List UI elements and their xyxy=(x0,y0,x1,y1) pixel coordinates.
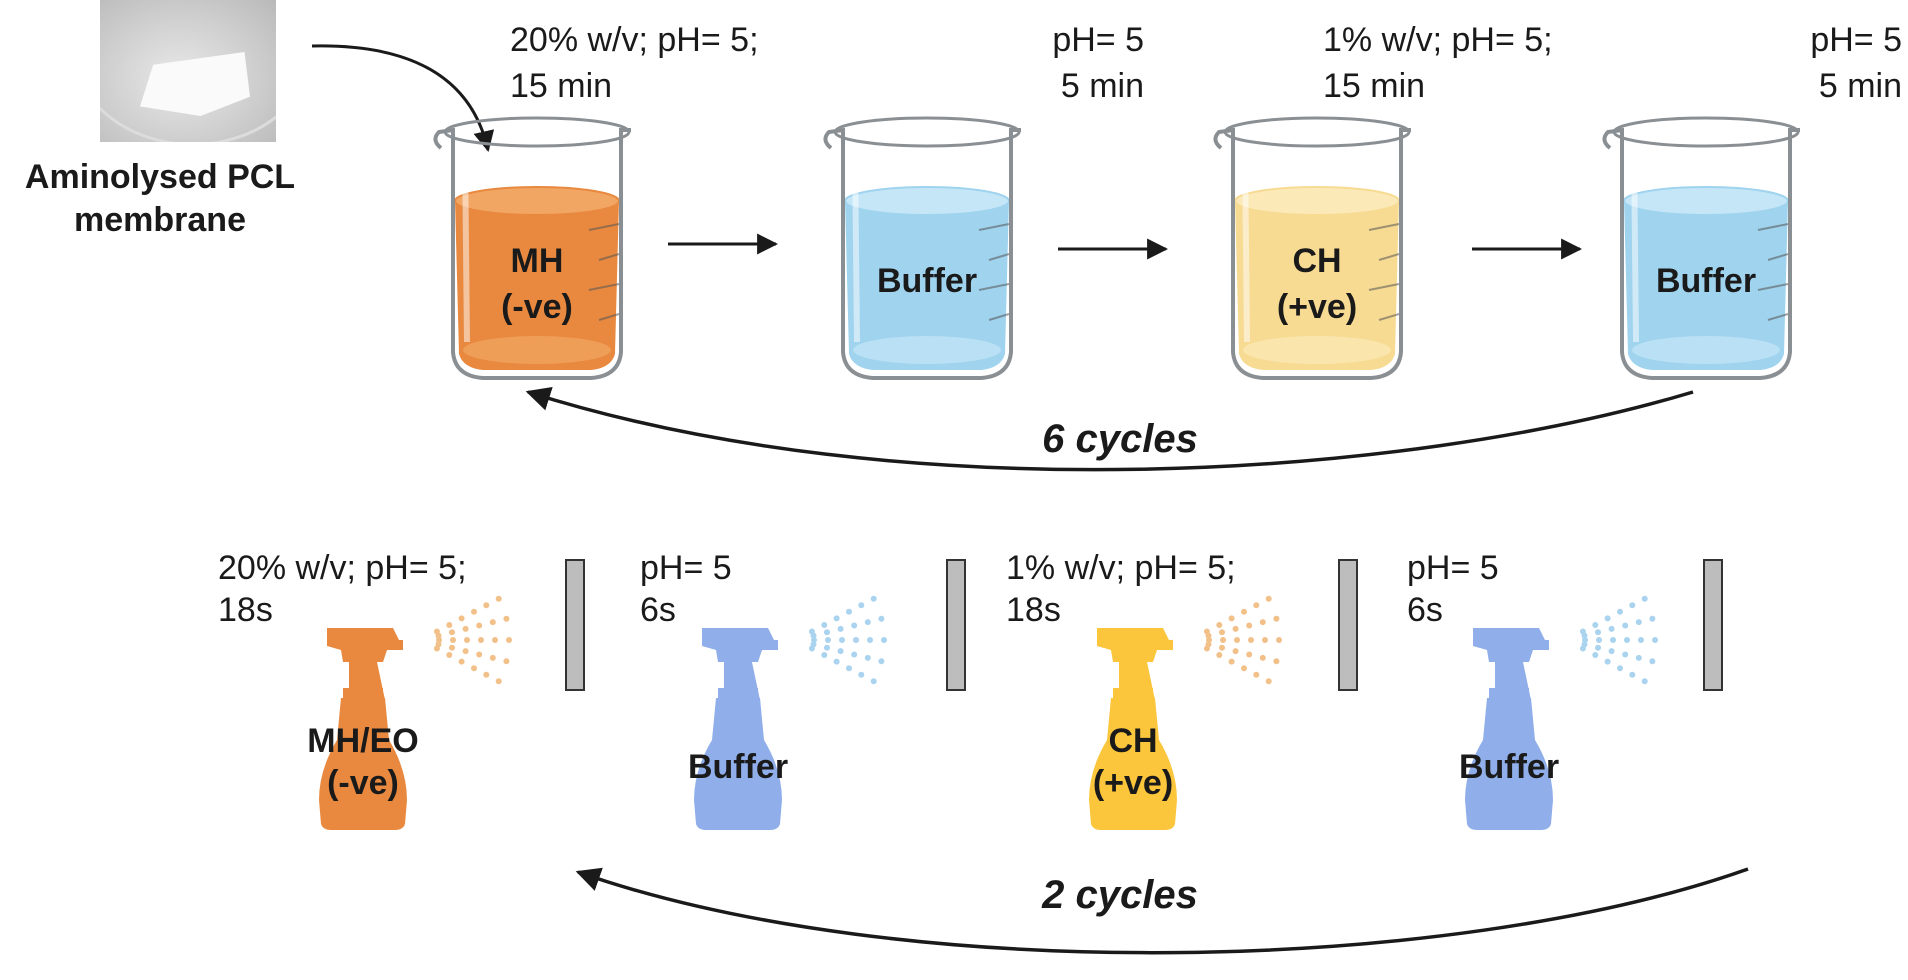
spray-2-condition-2: 6s xyxy=(640,591,676,629)
beaker-3-label: CH xyxy=(1292,242,1341,280)
beaker-2-condition-2: 5 min xyxy=(1060,67,1144,105)
spray-1-charge: (-ve) xyxy=(327,764,399,802)
separator-bar-3 xyxy=(1338,559,1358,691)
beaker-3-charge: (+ve) xyxy=(1277,288,1357,326)
spray-2-label: Buffer xyxy=(688,748,788,786)
cycle-arrow-bottom xyxy=(575,867,1749,955)
membrane-label-line1: Aminolysed PCL xyxy=(24,158,296,196)
separator-bar-2 xyxy=(946,559,966,691)
spray-1-condition-1: 20% w/v; pH= 5; xyxy=(218,549,467,587)
beaker-3-condition-1: 1% w/v; pH= 5; xyxy=(1323,21,1553,59)
spray-3-condition-2: 18s xyxy=(1006,591,1061,629)
beaker-4: Buffer xyxy=(1602,116,1800,380)
arrow-membrane-to-beaker xyxy=(311,44,495,153)
spray-bottle-2: Buffer xyxy=(688,595,887,830)
spray-4-condition-1: pH= 5 xyxy=(1407,549,1499,587)
beaker-3: CH (+ve) xyxy=(1213,116,1411,380)
spray-3-condition-1: 1% w/v; pH= 5; xyxy=(1006,549,1236,587)
cycles-label-bottom: 2 cycles xyxy=(1041,873,1198,917)
spray-bottle-3: CH (+ve) xyxy=(1089,595,1282,830)
beaker-2-condition-1: pH= 5 xyxy=(1052,21,1144,59)
beaker-1: MH (-ve) xyxy=(433,116,631,380)
beaker-1-condition-2: 15 min xyxy=(510,67,613,105)
separator-bar-1 xyxy=(565,559,585,691)
spray-1-condition-2: 18s xyxy=(218,591,273,629)
spray-3-label: CH xyxy=(1108,722,1157,760)
membrane-label-line2: membrane xyxy=(74,201,246,239)
spray-4-condition-2: 6s xyxy=(1407,591,1443,629)
beaker-2-label: Buffer xyxy=(877,262,977,300)
cycles-label-top: 6 cycles xyxy=(1042,417,1198,461)
separator-bar-4 xyxy=(1703,559,1723,691)
beaker-2: Buffer xyxy=(823,116,1021,380)
spray-1-label: MH/EO xyxy=(307,722,418,760)
beaker-4-condition-1: pH= 5 xyxy=(1810,21,1902,59)
beaker-1-charge: (-ve) xyxy=(501,288,573,326)
beaker-3-condition-2: 15 min xyxy=(1323,67,1426,105)
membrane-photo xyxy=(100,0,276,142)
spray-bottle-4: Buffer xyxy=(1459,595,1658,830)
beaker-1-condition-1: 20% w/v; pH= 5; xyxy=(510,21,759,59)
cycle-arrow-top xyxy=(525,386,1694,472)
spray-4-label: Buffer xyxy=(1459,748,1559,786)
beaker-4-condition-2: 5 min xyxy=(1818,67,1902,105)
spray-bottle-1: MH/EO (-ve) xyxy=(307,595,512,830)
spray-2-condition-1: pH= 5 xyxy=(640,549,732,587)
beaker-4-label: Buffer xyxy=(1656,262,1756,300)
spray-3-charge: (+ve) xyxy=(1093,764,1173,802)
beaker-1-label: MH xyxy=(511,242,564,280)
